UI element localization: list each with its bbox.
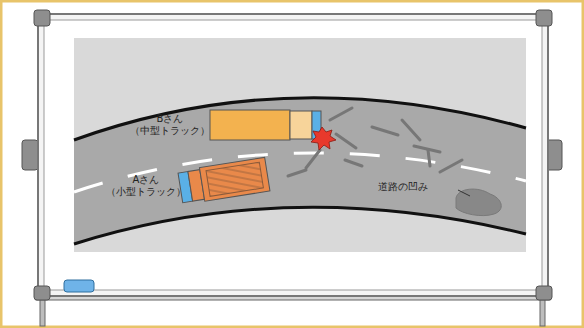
road-surface: [74, 98, 526, 244]
debris: [288, 108, 462, 176]
eraser: [64, 280, 94, 292]
collision-mark: [311, 127, 336, 150]
picture-ground: [74, 38, 526, 252]
small-truck: [178, 157, 270, 204]
truck-label: Aさん （小型トラック）: [106, 174, 186, 199]
corner-cap: [34, 286, 50, 300]
road-edge: [74, 98, 526, 140]
board-surface: [44, 20, 542, 290]
pothole: [456, 189, 501, 216]
leader-line: [458, 190, 470, 196]
road-edge: [74, 207, 526, 244]
truck-label: Bさん （中型トラック）: [130, 113, 210, 138]
board-frame: [38, 14, 548, 296]
pothole-label: 道路の凹み: [378, 181, 428, 194]
side-knob: [22, 140, 38, 170]
corner-cap: [34, 10, 50, 26]
corner-cap: [536, 10, 552, 26]
corner-cap: [536, 286, 552, 300]
medium-truck: [210, 110, 321, 140]
